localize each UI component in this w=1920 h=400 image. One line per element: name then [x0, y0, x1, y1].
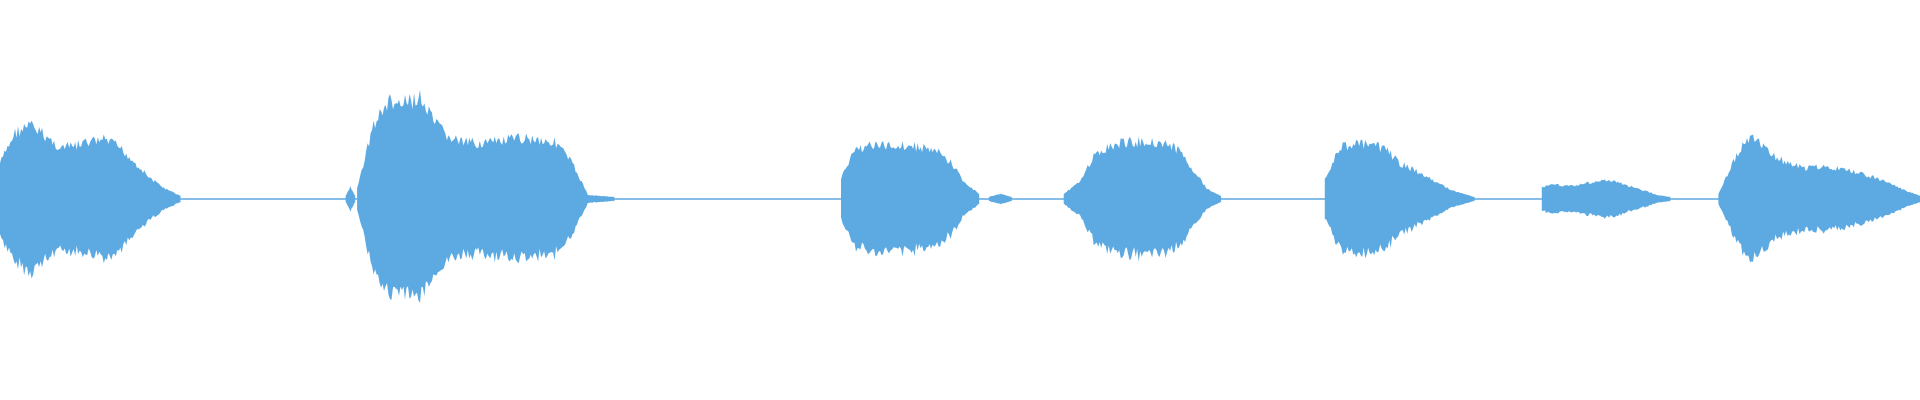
- waveform-segment-3: [357, 89, 588, 303]
- waveform-segment-10: [1718, 134, 1920, 263]
- waveform-segment-2: [345, 186, 356, 212]
- waveform-segments: [0, 89, 1920, 303]
- waveform-segment-9: [1541, 179, 1671, 219]
- waveform-segment-1: [0, 120, 181, 279]
- waveform-segment-4: [587, 194, 615, 204]
- waveform-segment-6: [988, 193, 1012, 205]
- waveform-segment-7: [1063, 136, 1222, 262]
- waveform-segment-5: [841, 141, 980, 257]
- waveform-segment-8: [1324, 139, 1475, 259]
